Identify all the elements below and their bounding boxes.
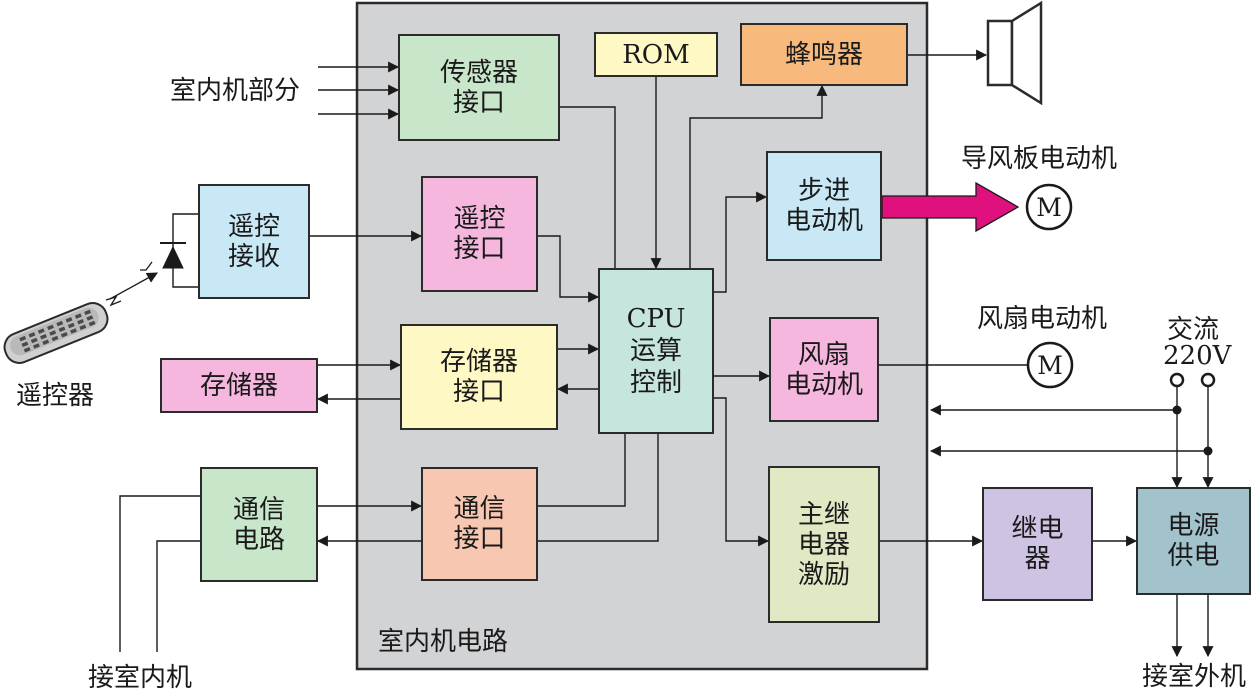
remote-key xyxy=(42,339,50,346)
remote-key xyxy=(28,332,36,338)
remote-key xyxy=(33,343,40,349)
remote-key xyxy=(21,341,29,347)
remote-key xyxy=(23,347,31,353)
power-supply-block: 电源 供电 xyxy=(1136,487,1251,595)
remote-controller-label: 遥控器 xyxy=(16,381,95,411)
sensor-interface-block: 传感器 接口 xyxy=(398,34,560,141)
fan-motor-label: 风扇电动机 xyxy=(977,304,1108,334)
relay-block: 继电 器 xyxy=(982,487,1093,601)
stepper-motor-block: 步进 电动机 xyxy=(766,151,882,261)
remote-key xyxy=(74,313,82,319)
louver-motor-label: 导风板电动机 xyxy=(961,144,1118,174)
remote-interface-block: 遥控 接口 xyxy=(421,176,538,292)
louver-motor-icon: M xyxy=(1025,183,1073,231)
remote-key xyxy=(37,328,45,334)
to-indoor-unit-label: 接室内机 xyxy=(88,663,193,693)
speaker-icon xyxy=(986,0,1043,106)
rom-block: ROM xyxy=(594,32,718,77)
remote-key xyxy=(49,330,57,336)
remote-key xyxy=(30,337,38,344)
container-label: 室内机电路 xyxy=(378,627,509,657)
indoor-unit-part-label: 室内机部分 xyxy=(170,76,301,106)
main-relay-driver-block: 主继 电器 激励 xyxy=(768,466,880,623)
remote-key xyxy=(70,328,77,334)
remote-key xyxy=(77,318,85,325)
memory-block: 存储器 xyxy=(160,358,318,413)
to-outdoor-unit-label: 接室外机 xyxy=(1142,662,1247,692)
motor-symbol-text: M xyxy=(1036,193,1062,222)
comm-circuit-block: 通信 电路 xyxy=(200,467,318,582)
remote-key xyxy=(65,317,73,323)
remote-key xyxy=(67,322,75,329)
remote-key xyxy=(79,324,87,331)
remote-key xyxy=(84,309,92,316)
buzzer-block: 蜂鸣器 xyxy=(740,23,908,86)
cpu-block: CPU 运算 控制 xyxy=(598,268,714,434)
remote-key xyxy=(19,335,27,342)
remote-key xyxy=(56,320,64,327)
remote-key xyxy=(58,326,66,332)
remote-key xyxy=(86,315,94,321)
remote-key xyxy=(60,332,68,338)
fan-motor-icon: M xyxy=(1026,341,1074,389)
photodiode-icon xyxy=(105,242,186,307)
ac-terminal xyxy=(1200,372,1216,388)
remote-key xyxy=(40,333,47,340)
louver-drive-arrow xyxy=(881,181,1020,233)
remote-key xyxy=(47,324,54,331)
motor-symbol-text: M xyxy=(1037,351,1063,380)
remote-key xyxy=(88,320,96,327)
ac-terminal xyxy=(1169,372,1185,388)
remote-controller-icon xyxy=(3,302,109,364)
junction-dot xyxy=(1203,446,1213,456)
remote-receiver-block: 遥控 接收 xyxy=(198,184,310,299)
voltage-label: 220V xyxy=(1163,341,1232,371)
remote-key xyxy=(51,335,59,342)
fan-motor-drive-block: 风扇 电动机 xyxy=(769,317,879,422)
ac-label: 交流 xyxy=(1167,315,1220,345)
memory-interface-block: 存储器 接口 xyxy=(400,324,558,430)
junction-dot xyxy=(1172,405,1182,415)
comm-interface-block: 通信 接口 xyxy=(421,467,538,581)
